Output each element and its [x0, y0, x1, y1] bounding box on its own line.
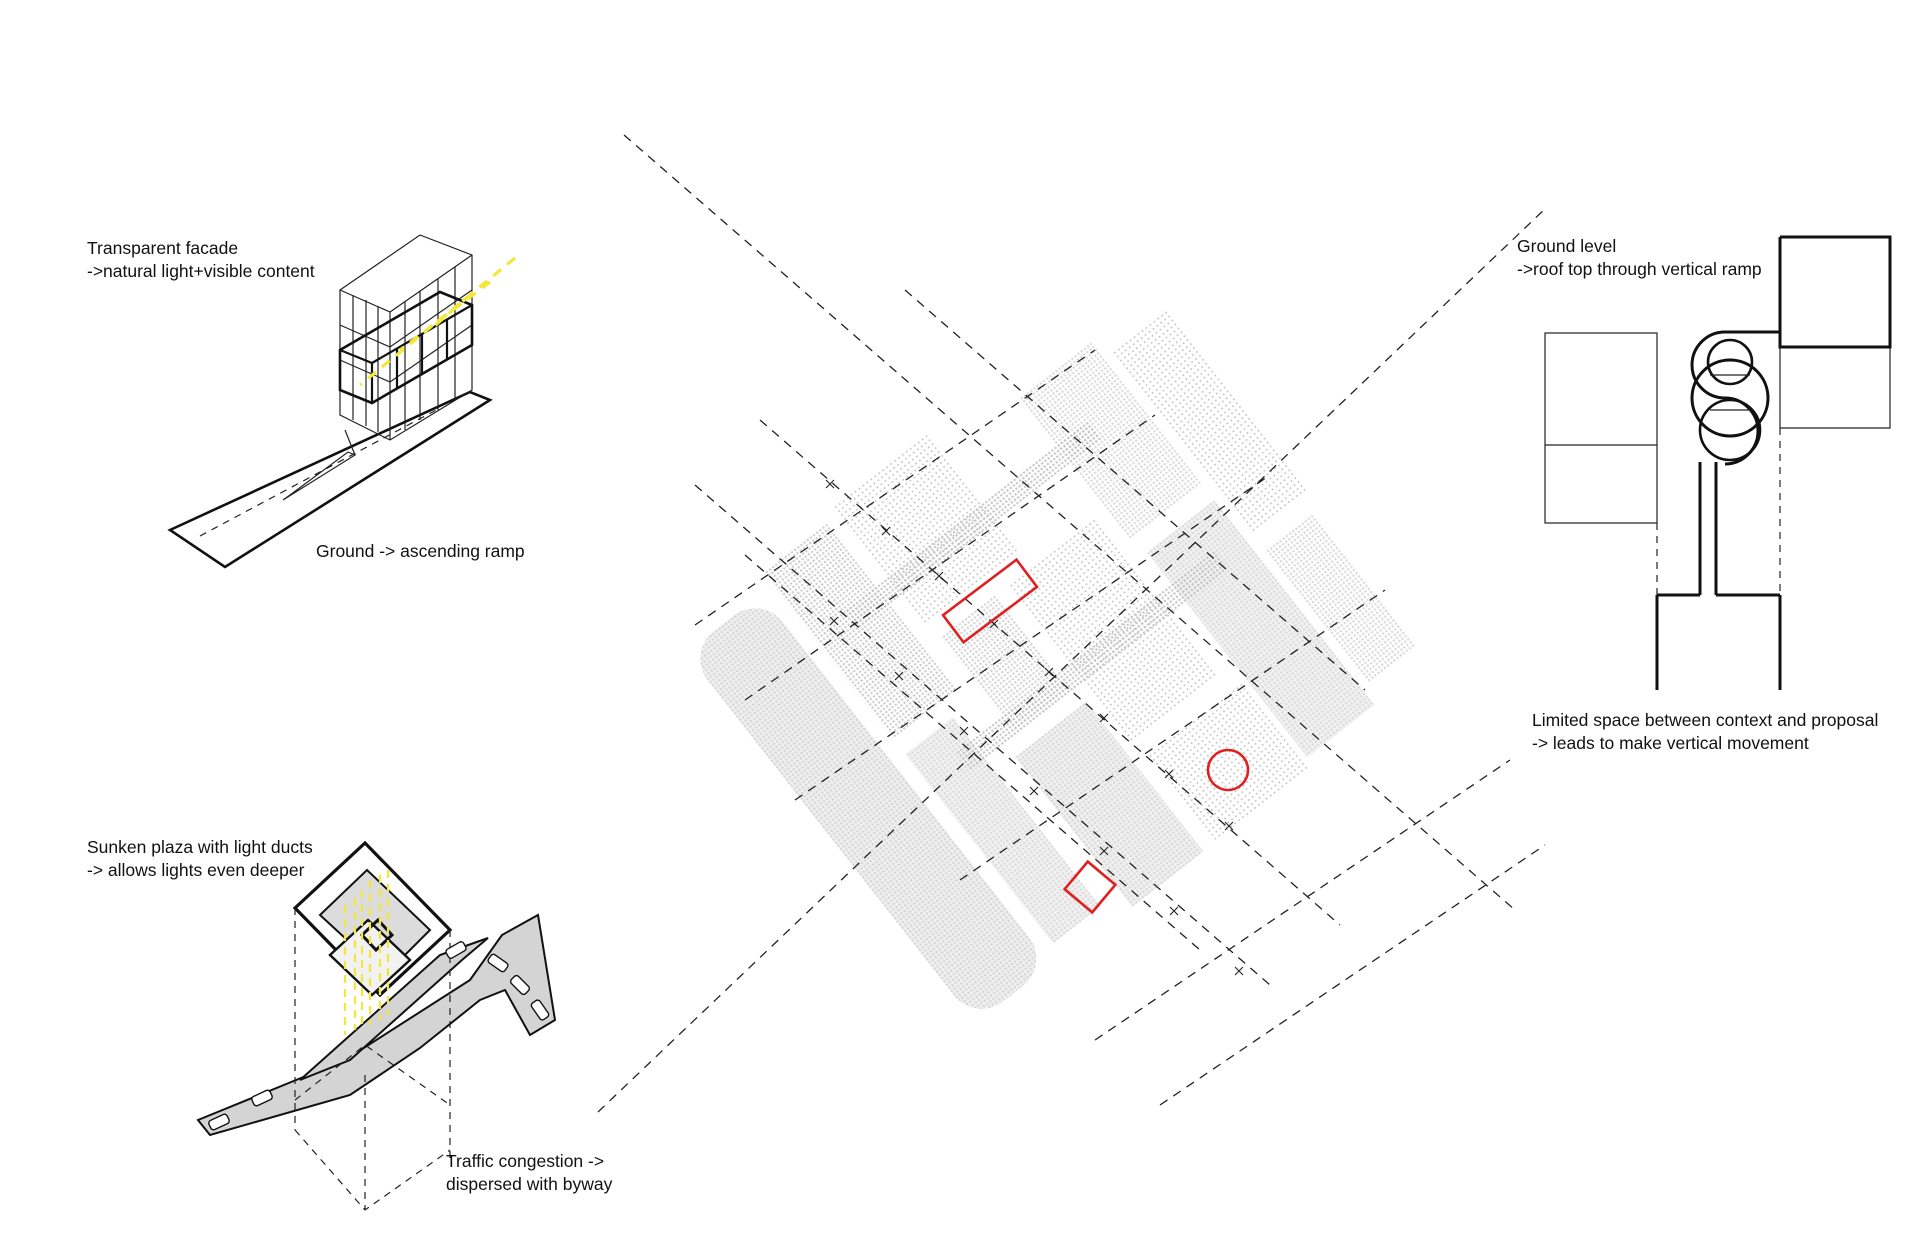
ramp-note: Ground -> ascending ramp — [316, 540, 525, 563]
vertical-ramp-plan — [1544, 235, 1892, 690]
ground-level-note-line2: ->roof top through vertical ramp — [1517, 259, 1762, 279]
ground-level-note-line1: Ground level — [1517, 236, 1617, 256]
plaza-note-line2: -> allows lights even deeper — [87, 860, 305, 880]
red-square-marker[interactable] — [1062, 859, 1118, 915]
facade-note: Transparent facade ->natural light+visib… — [87, 237, 315, 283]
site-plan — [597, 134, 1548, 1113]
plaza-note-line1: Sunken plaza with light ducts — [87, 837, 313, 857]
red-circle-marker[interactable] — [1206, 748, 1250, 792]
traffic-note-line1: Traffic congestion -> — [446, 1151, 605, 1171]
sunken-plaza-axonometric — [196, 840, 557, 1211]
context-buildings — [700, 309, 1418, 1009]
grid-lines-sw-ne — [597, 206, 1548, 1113]
limited-space-note: Limited space between context and propos… — [1532, 709, 1878, 755]
traffic-note: Traffic congestion -> dispersed with byw… — [446, 1150, 612, 1196]
road — [196, 913, 557, 1137]
plaza-note: Sunken plaza with light ducts -> allows … — [87, 836, 313, 882]
traffic-note-line2: dispersed with byway — [446, 1174, 613, 1194]
limited-space-note-line1: Limited space between context and propos… — [1532, 710, 1879, 730]
facade-note-line2: ->natural light+visible content — [87, 261, 315, 281]
car-icon — [208, 941, 550, 1131]
ramp-note-line1: Ground -> ascending ramp — [316, 541, 525, 561]
facade-note-line1: Transparent facade — [87, 238, 239, 258]
grid-intersections — [825, 479, 1244, 976]
limited-space-note-line2: -> leads to make vertical movement — [1532, 733, 1809, 753]
facade-grid-box — [338, 234, 474, 441]
ground-level-note: Ground level ->roof top through vertical… — [1517, 235, 1762, 281]
facade-ramp-axonometric — [167, 234, 517, 569]
red-rectangle-marker[interactable] — [941, 557, 1039, 645]
